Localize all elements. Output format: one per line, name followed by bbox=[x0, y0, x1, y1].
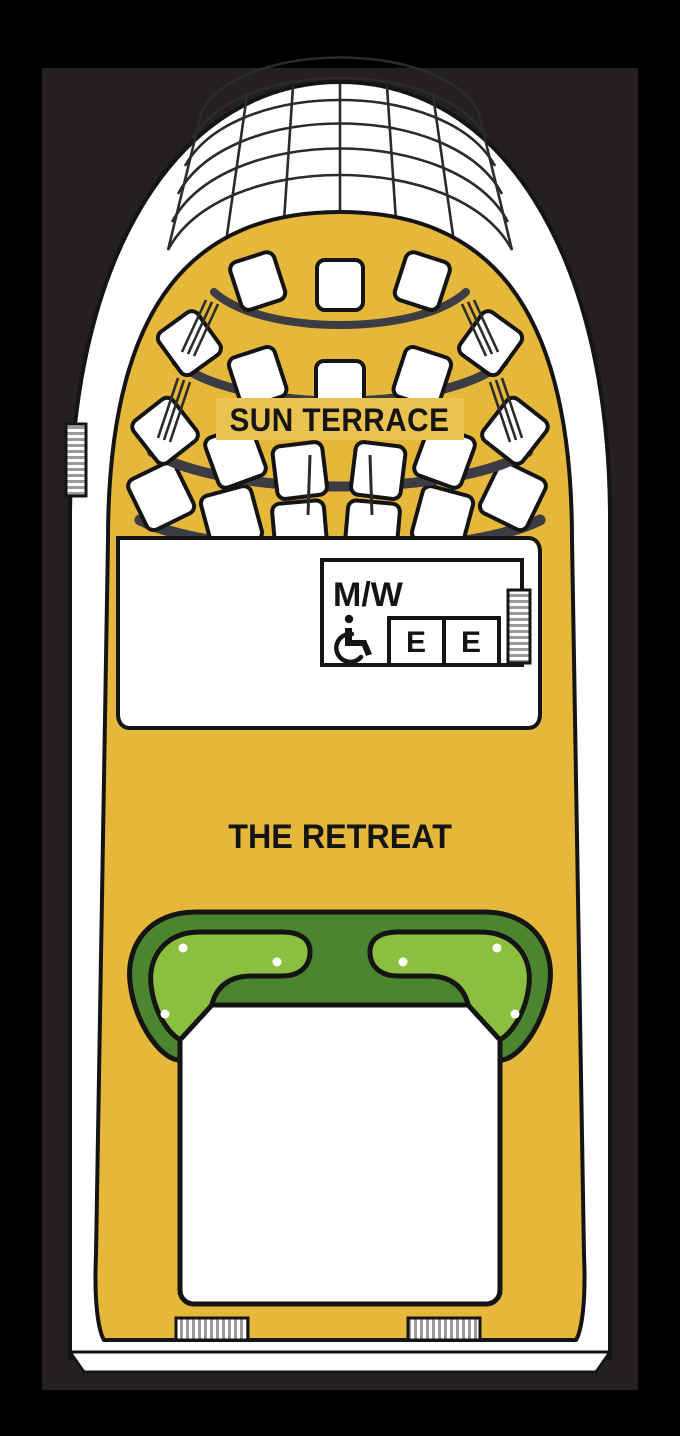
deck-chair bbox=[349, 440, 408, 501]
sun-terrace-label: SUN TERRACE bbox=[229, 402, 449, 438]
deck-chair bbox=[228, 250, 288, 312]
sun-terrace-label-plate bbox=[216, 398, 464, 440]
whirlpool-jet-dot bbox=[398, 957, 408, 967]
deck-chair bbox=[130, 395, 200, 466]
elevator-label-2: E bbox=[461, 626, 481, 659]
stairway-icon-aft-port[interactable] bbox=[174, 1316, 250, 1342]
lounger-rail-row1 bbox=[210, 288, 470, 329]
whirlpool-jet-dot bbox=[272, 957, 282, 967]
deck-chair bbox=[392, 250, 452, 312]
lounger-row-2 bbox=[155, 309, 525, 415]
stairway-icon-port-mid[interactable] bbox=[64, 422, 88, 498]
deckhouse-block bbox=[116, 536, 542, 730]
bow-canopy-grid bbox=[166, 56, 514, 251]
the-retreat-label: THE RETREAT bbox=[228, 818, 452, 856]
whirlpool-jet-dot bbox=[160, 1009, 170, 1019]
deck-chair bbox=[480, 395, 550, 466]
whirlpool-jet-dot bbox=[492, 943, 502, 953]
aft-structure bbox=[177, 1002, 503, 1307]
deck-chair bbox=[155, 309, 223, 378]
lounger-row-1 bbox=[228, 250, 452, 312]
stairway-icon-interior[interactable] bbox=[506, 588, 532, 665]
terrace-divider-ticks bbox=[306, 454, 374, 516]
whirlpool-jet-dot bbox=[510, 1009, 520, 1019]
elevator-label-1: E bbox=[406, 626, 426, 659]
terrace-side-rails bbox=[156, 299, 524, 443]
whirlpool-jet-dot bbox=[178, 943, 188, 953]
wheelchair-accessible-icon bbox=[334, 614, 372, 665]
deck-chair bbox=[270, 440, 329, 501]
deck-chair bbox=[126, 460, 197, 533]
restroom-label: M/W bbox=[333, 576, 404, 614]
deck-chair bbox=[315, 258, 365, 312]
elevator-cell-1[interactable] bbox=[387, 616, 446, 667]
lounger-rail-row3 bbox=[147, 447, 533, 492]
stairway-icon-aft-starboard[interactable] bbox=[406, 1316, 482, 1342]
deck-chair bbox=[477, 460, 548, 533]
stern-transom bbox=[67, 1350, 613, 1374]
elevator-cell-2[interactable] bbox=[442, 616, 501, 667]
deck-chair bbox=[457, 309, 525, 378]
whirlpool-jets bbox=[160, 943, 520, 1019]
